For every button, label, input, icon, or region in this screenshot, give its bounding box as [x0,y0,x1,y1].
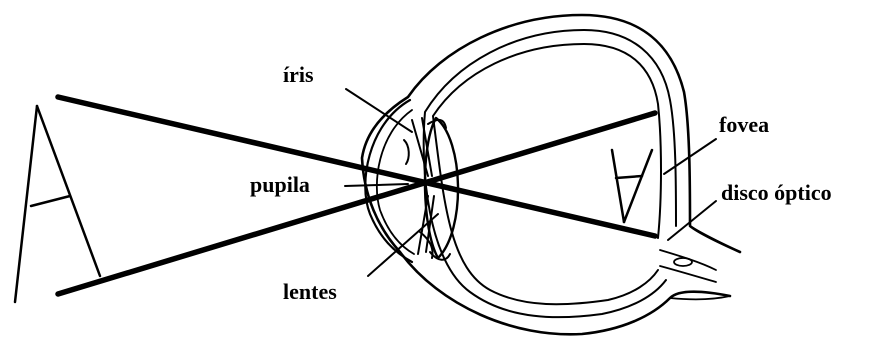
leader-iris [346,89,412,132]
retinal-image [612,150,652,222]
sclera-outer [362,15,740,334]
label-iris: íris [283,64,314,86]
label-pupila: pupila [250,174,310,196]
cornea-inner [377,110,414,254]
label-disco-optico: disco óptico [721,182,832,204]
label-fovea: fovea [719,114,769,136]
ray-upper [58,97,655,236]
label-lentes: lentes [283,281,337,303]
light-rays [58,97,655,294]
ray-lower [58,113,655,294]
leader-pupila [345,184,408,186]
object-letter-a [15,106,100,302]
retina [433,44,661,304]
